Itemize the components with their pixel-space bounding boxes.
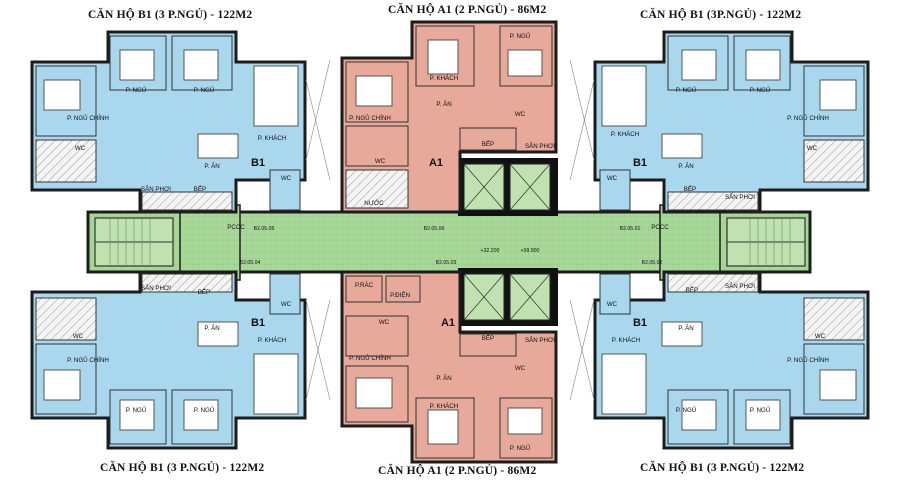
room-label: WC	[515, 111, 526, 118]
room-label: BẾP	[194, 186, 206, 193]
room-label: BẾP	[686, 287, 698, 294]
room-label: BẾP	[684, 186, 696, 193]
room-label: WC	[281, 175, 292, 182]
room-label: P. ĂN	[204, 163, 219, 170]
room-label: P. NGỦ	[676, 87, 697, 94]
room-label: P. NGỦ	[750, 407, 771, 414]
room-label: P. KHÁCH	[611, 131, 639, 138]
room-label: PCCC	[227, 224, 245, 231]
unit-code: A1	[429, 157, 443, 169]
room-label: SÂN PHƠI	[725, 194, 755, 201]
room-label: P. NGỦ CHÍNH	[67, 115, 109, 122]
room-label: NƯỚC	[364, 200, 384, 207]
room-label: P. KHÁCH	[430, 75, 458, 82]
room-label: P. ĂN	[678, 325, 693, 332]
door-code: B2.05.05	[254, 226, 275, 232]
unit-codes: B1 B1 B1 B1 A1 A1	[251, 157, 647, 329]
level-mark: +99.900	[521, 248, 540, 254]
room-label: BẾP	[198, 289, 210, 296]
room-label: BẾP	[482, 141, 494, 148]
room-label: P. NGỦ CHÍNH	[349, 115, 391, 122]
room-label: SÂN PHƠI	[725, 283, 755, 290]
corridor	[86, 204, 812, 281]
room-label: WC	[75, 145, 86, 152]
room-label: SÂN PHƠI	[141, 186, 171, 193]
room-label: SÂN PHƠI	[525, 143, 555, 150]
guide-lines	[305, 59, 595, 401]
room-label: WC	[607, 175, 618, 182]
unit-b1-top-left	[30, 30, 307, 214]
room-label: WC	[607, 301, 618, 308]
room-label: WC	[375, 158, 386, 165]
room-label: P.RÁC	[355, 282, 374, 289]
room-label: P. NGỦ	[126, 407, 147, 414]
room-labels: P. NGỦ P. NGỦ P. NGỦ CHÍNH P. KHÁCH P. Ă…	[67, 33, 829, 452]
room-label: P. KHÁCH	[612, 337, 640, 344]
unit-code: B1	[251, 157, 265, 169]
room-label: WC	[515, 365, 526, 372]
unit-b1-bottom-left	[30, 270, 307, 450]
title-b1-bottom-left: CĂN HỘ B1 (3 P.NGỦ) - 122M2	[100, 462, 265, 474]
room-label: WC	[815, 333, 826, 340]
room-label: P. NGỦ CHÍNH	[787, 357, 829, 364]
lift-core	[458, 158, 558, 326]
room-label: BẾP	[482, 335, 494, 342]
room-label: P. NGỦ	[750, 87, 771, 94]
room-label: WC	[807, 145, 818, 152]
room-label: P. KHÁCH	[258, 337, 286, 344]
unit-code: B1	[251, 317, 265, 329]
room-label: P. NGỦ CHÍNH	[67, 357, 109, 364]
unit-a1-bottom	[340, 270, 558, 464]
room-label: P. KHÁCH	[430, 403, 458, 410]
title-b1-top-right: CĂN HỘ B1 (3P.NGỦ) - 122M2	[640, 9, 802, 21]
title-a1-top: CĂN HỘ A1 (2 P.NGỦ) - 86M2	[388, 4, 547, 16]
title-b1-top-left: CĂN HỘ B1 (3 P.NGỦ) - 122M2	[88, 9, 253, 21]
room-label: P. ĂN	[436, 101, 451, 108]
room-label: WC	[379, 319, 390, 326]
room-label: P. NGỦ CHÍNH	[787, 115, 829, 122]
room-label: P. NGỦ	[676, 407, 697, 414]
room-label: P. NGỦ	[510, 445, 531, 452]
unit-b1-top-right	[593, 30, 870, 214]
door-code: B2.05.02	[642, 260, 663, 266]
door-code: B2.05.06	[424, 226, 445, 232]
room-label: P.ĐIỆN	[390, 291, 410, 299]
room-label: P. NGỦ	[194, 407, 215, 414]
room-label: P. ĂN	[436, 375, 451, 382]
room-label: P. ĂN	[678, 163, 693, 170]
title-a1-bottom: CĂN HỘ A1 (2 P.NGỦ) - 86M2	[378, 465, 537, 477]
unit-code: A1	[441, 317, 455, 329]
room-label: P. KHÁCH	[258, 135, 286, 142]
room-label: PCCC	[651, 224, 669, 231]
room-label: P. NGỦ	[126, 87, 147, 94]
unit-code: B1	[633, 157, 647, 169]
room-label: P. NGỦ	[194, 87, 215, 94]
room-label: SÂN PHƠI	[141, 285, 171, 292]
room-label: P. NGỦ	[510, 33, 531, 40]
room-label: P. NGỦ CHÍNH	[349, 355, 391, 362]
title-b1-bottom-right: CĂN HỘ B1 (3 P.NGỦ) - 122M2	[640, 462, 805, 474]
room-label: WC	[73, 333, 84, 340]
level-mark: +32.200	[481, 248, 500, 254]
left-stair	[94, 217, 174, 267]
unit-a1-top	[340, 20, 558, 214]
room-label: P. ĂN	[204, 325, 219, 332]
door-code: B2.05.03	[436, 260, 457, 266]
room-label: WC	[281, 301, 292, 308]
room-label: SÂN PHƠI	[525, 337, 555, 344]
door-code: B2.05.01	[620, 226, 641, 232]
right-stair	[726, 217, 806, 267]
door-code: B2.05.04	[240, 260, 261, 266]
unit-b1-bottom-right	[593, 270, 870, 450]
unit-code: B1	[633, 317, 647, 329]
door-codes: B2.05.05 B2.05.06 B2.05.01 B2.05.04 B2.0…	[240, 226, 663, 266]
